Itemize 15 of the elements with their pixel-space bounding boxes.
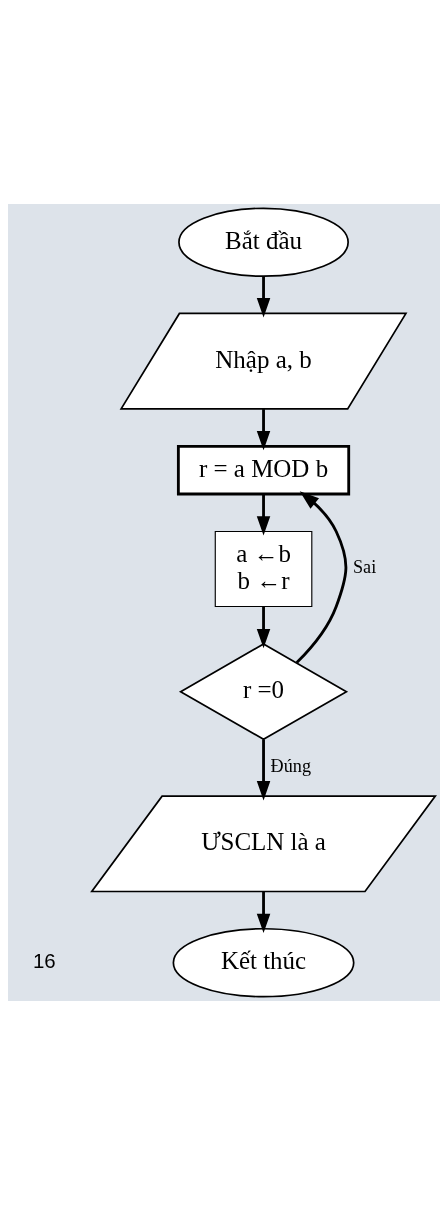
node-box: r = a MOD b [176,444,351,496]
arrow [256,606,271,649]
edge-label: Sai [353,557,377,578]
arrow [295,491,348,664]
label: 16 [32,948,56,972]
node-ellipse: Bắt đầu [178,207,349,278]
edge-label: Đúng [270,756,311,777]
arrow [256,409,271,451]
arrow [256,276,271,318]
arrow [256,739,271,801]
node-ellipse: Kết thúc [172,927,355,998]
arrow [256,494,271,536]
arrow [256,891,271,934]
node-diamond: r =0 [178,642,349,741]
node-box: a ←b b ←r [214,530,313,608]
